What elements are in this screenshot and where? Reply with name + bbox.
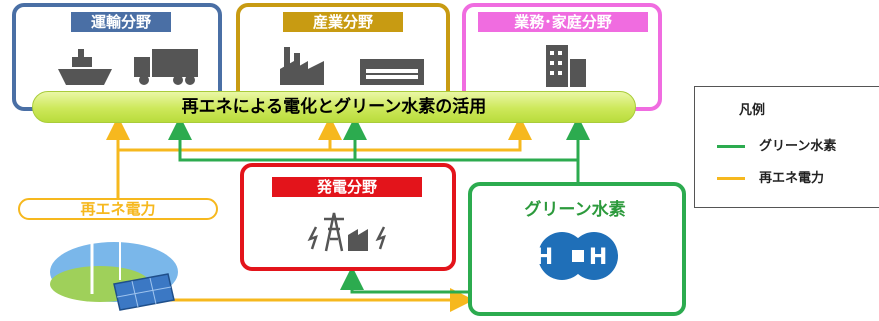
solar-panel-icon [113, 273, 175, 311]
hydrogen-molecule-text: H H [536, 245, 620, 270]
hydrogen-molecule-icon: H H [536, 232, 620, 280]
legend-box: 凡例 グリーン水素 再エネ電力 [694, 86, 879, 208]
legend-item-renewable: 再エネ電力 [717, 167, 824, 186]
business-home-sector-box: 業務･家庭分野 [462, 3, 662, 111]
truck-icon [134, 49, 198, 85]
legend-swatch-renewable [717, 177, 745, 180]
power-plant-icon [307, 212, 386, 252]
legend-label-renewable: 再エネ電力 [759, 171, 825, 186]
legend-title: 凡例 [739, 103, 766, 118]
power-sector-label: 発電分野 [272, 177, 422, 197]
transport-sector-label: 運輸分野 [71, 12, 171, 32]
renewable-electricity-label: 再エネ電力 [18, 198, 218, 220]
warehouse-icon [360, 59, 424, 85]
building-icon [546, 45, 586, 87]
business-home-sector-label: 業務･家庭分野 [478, 12, 648, 32]
hydrogen-flow-lines [168, 116, 590, 294]
electrification-banner: 再エネによる電化とグリーン水素の活用 [32, 91, 636, 123]
ship-icon [58, 49, 112, 85]
legend-item-hydrogen: グリーン水素 [717, 135, 836, 154]
power-sector-box: 発電分野 [240, 163, 456, 271]
green-hydrogen-label: グリーン水素 [524, 200, 626, 220]
industry-sector-label: 産業分野 [283, 12, 403, 32]
factory-icon [280, 47, 324, 85]
legend-label-hydrogen: グリーン水素 [759, 139, 837, 154]
legend-swatch-hydrogen [717, 145, 745, 148]
